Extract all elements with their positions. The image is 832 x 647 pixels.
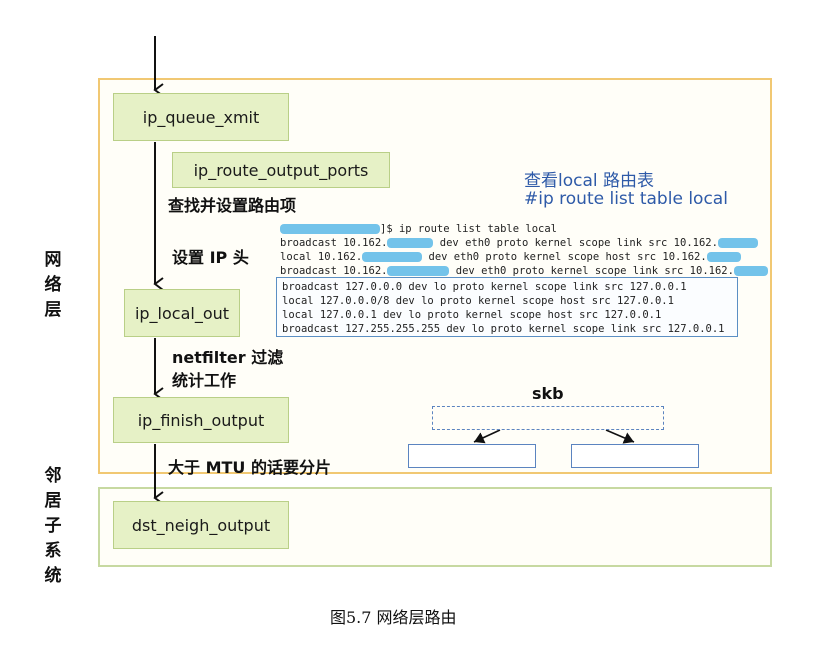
- local-routes-box: [276, 277, 738, 337]
- fragment-label: 大于 MTU 的话要分片: [168, 458, 331, 477]
- figure-caption: 图5.7 网络层路由: [330, 608, 457, 627]
- local-route-row: local 127.0.0.1 dev lo proto kernel scop…: [282, 309, 662, 321]
- skb-label: skb: [532, 384, 564, 403]
- neighbor-subsystem-label: 邻居子系统: [44, 466, 62, 586]
- set-ip-header-label: 设置 IP 头: [172, 248, 249, 267]
- statistics-label: 统计工作: [172, 371, 237, 390]
- local-route-row: local 127.0.0.0/8 dev lo proto kernel sc…: [282, 295, 674, 307]
- console-row: local 10.162. dev eth0 proto kernel scop…: [280, 250, 741, 264]
- redacted-ip: [387, 238, 434, 248]
- local-route-row: broadcast 127.0.0.0 dev lo proto kernel …: [282, 281, 687, 293]
- console-row: broadcast 10.162. dev eth0 proto kernel …: [280, 264, 768, 278]
- redacted-ip: [717, 238, 758, 248]
- console-row-prefix: local 10.162.: [280, 251, 363, 263]
- route-hint-title: 查看local 路由表: [524, 171, 655, 191]
- redacted-ip: [706, 252, 741, 262]
- skb-fragment-left: [408, 444, 536, 468]
- console-command: ]$ ip route list table local: [380, 223, 558, 235]
- dst-neigh-output-box: dst_neigh_output: [113, 501, 289, 549]
- local-route-row: broadcast 127.255.255.255 dev lo proto k…: [282, 323, 725, 335]
- skb-fragment-right: [571, 444, 699, 468]
- ip-queue-xmit-box: ip_queue_xmit: [113, 93, 289, 141]
- console-row-suffix: dev eth0 proto kernel scope link src 10.…: [433, 237, 718, 249]
- route-hint-command: #ip route list table local: [524, 189, 728, 209]
- find-route-label: 查找并设置路由项: [168, 196, 297, 215]
- skb-arrow-right: [605, 429, 635, 444]
- netfilter-label: netfilter 过滤: [172, 348, 284, 367]
- console-row: broadcast 10.162. dev eth0 proto kernel …: [280, 236, 758, 250]
- console-row-suffix: dev eth0 proto kernel scope link src 10.…: [449, 265, 734, 277]
- redacted-ip: [362, 252, 423, 262]
- console-prompt-line: ]$ ip route list table local: [280, 222, 557, 236]
- console-row-prefix: broadcast 10.162.: [280, 265, 388, 277]
- console-row-prefix: broadcast 10.162.: [280, 237, 388, 249]
- ip-route-output-ports-box: ip_route_output_ports: [172, 152, 390, 188]
- skb-original-buffer: [432, 406, 664, 430]
- redacted-ip: [387, 266, 450, 276]
- skb-arrow-left: [473, 429, 501, 444]
- redacted-ip: [733, 266, 768, 276]
- ip-finish-output-box: ip_finish_output: [113, 397, 289, 443]
- network-layer-label: 网络层: [44, 250, 62, 320]
- console-row-suffix: dev eth0 proto kernel scope host src 10.…: [422, 251, 707, 263]
- redacted-host: [280, 224, 380, 234]
- ip-local-out-box: ip_local_out: [124, 289, 240, 337]
